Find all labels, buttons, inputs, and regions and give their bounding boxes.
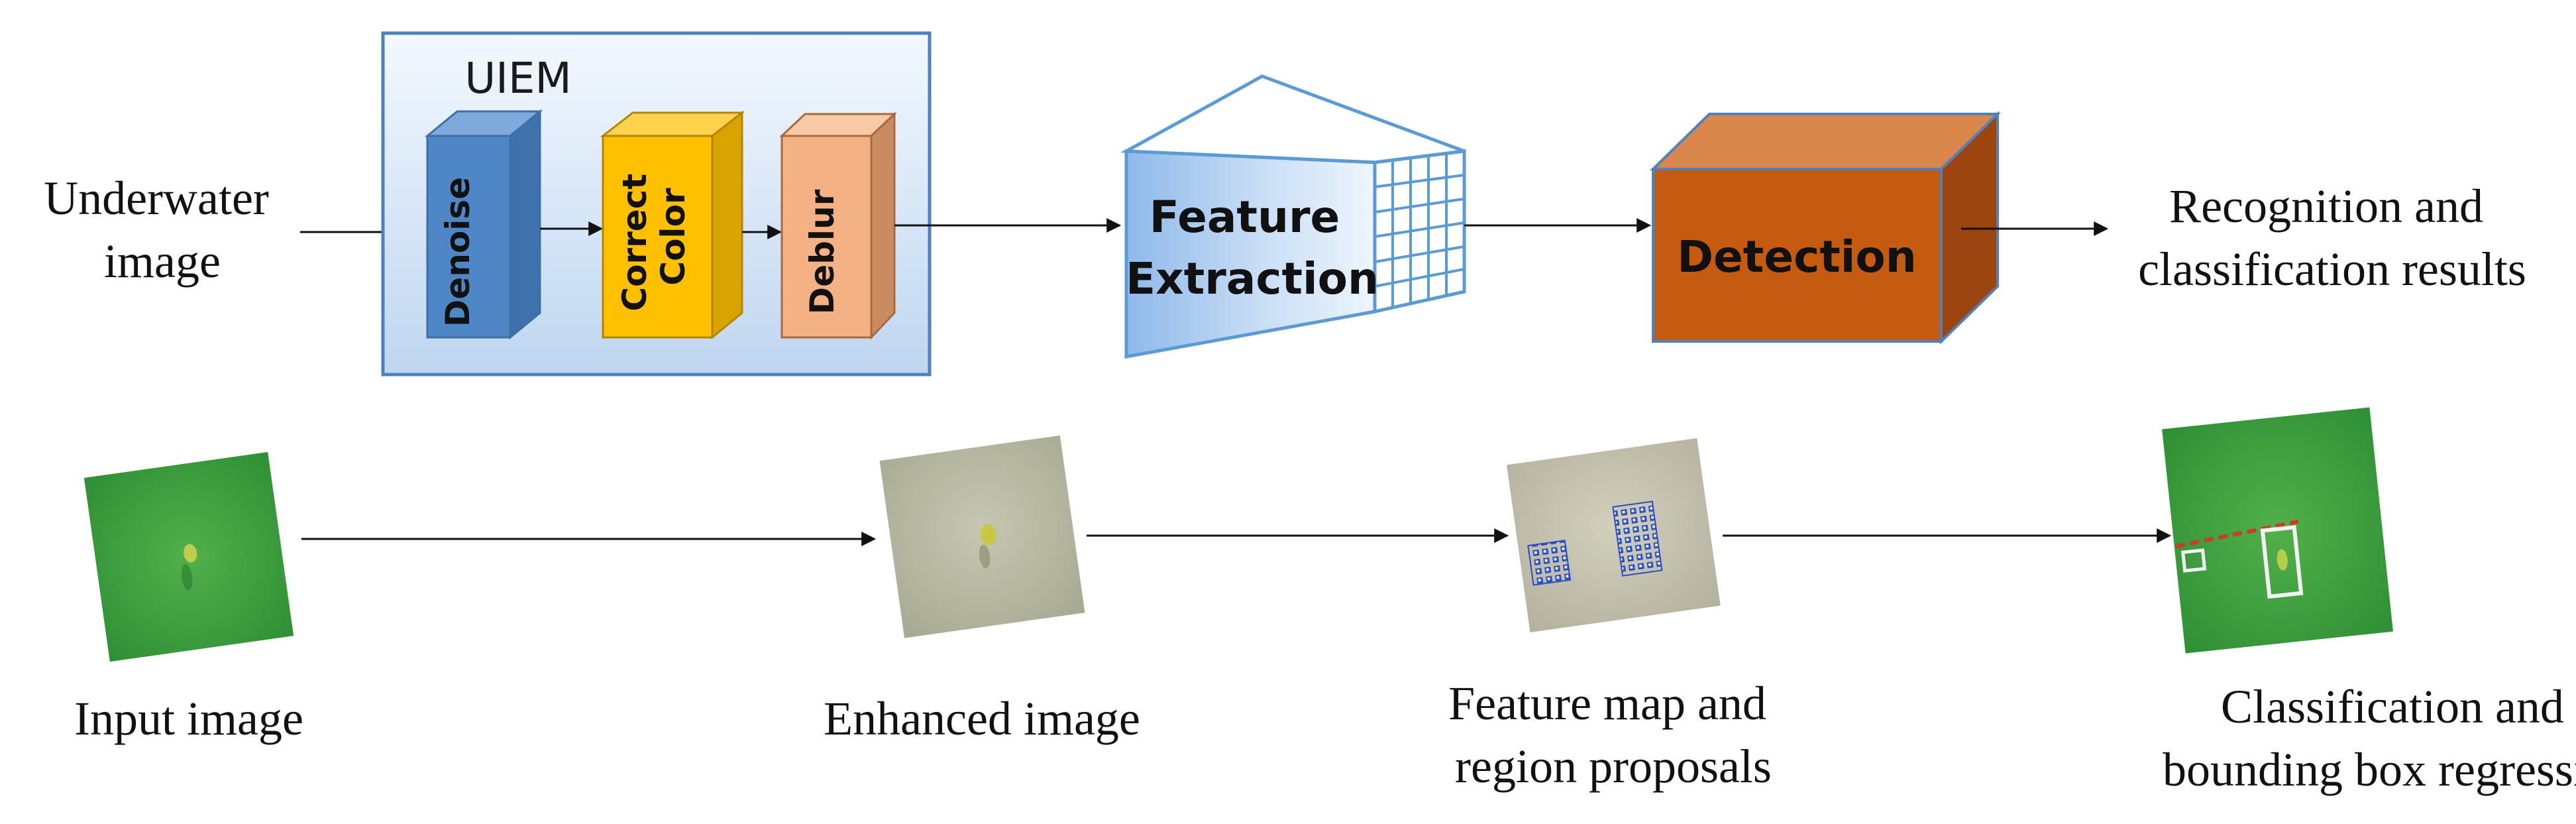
- region-proposal-left: [1527, 540, 1572, 586]
- feature-grid-icon: [1374, 153, 1465, 308]
- bounding-box-main: [2260, 525, 2304, 599]
- detection-block: Detection: [1650, 111, 2001, 345]
- class-label-line: [2175, 519, 2299, 549]
- results-label: Recognition and classification results: [2138, 180, 2526, 296]
- correct-color-block: Correct Color: [600, 110, 745, 340]
- enhanced-image: [879, 435, 1085, 638]
- uiem-label: UIEM: [464, 54, 571, 103]
- input-image-label: Input image: [74, 692, 303, 745]
- denoise-label: Denoise: [439, 177, 477, 327]
- deblur-block: Deblur: [779, 111, 897, 340]
- bounding-box-small: [2180, 548, 2207, 573]
- feature-map-image: [1507, 438, 1721, 632]
- correct-color-label: Correct Color: [616, 162, 692, 311]
- classification-image: [2162, 407, 2393, 654]
- denoise-block: Denoise: [424, 109, 543, 340]
- detection-label: Detection: [1677, 231, 1917, 282]
- feature-extraction-label: Feature Extraction: [1126, 192, 1379, 304]
- enhanced-image-label: Enhanced image: [824, 692, 1140, 745]
- input-image: [83, 451, 294, 662]
- underwater-image-label: Underwater image: [44, 172, 281, 288]
- feature-map-label: Feature map and region proposals: [1448, 677, 1778, 793]
- feature-extraction-block: Feature Extraction: [1120, 74, 1466, 359]
- classification-label: Classification and bounding box regressi…: [2163, 680, 2576, 796]
- region-proposal-right: [1612, 500, 1663, 577]
- deblur-label: Deblur: [803, 189, 841, 314]
